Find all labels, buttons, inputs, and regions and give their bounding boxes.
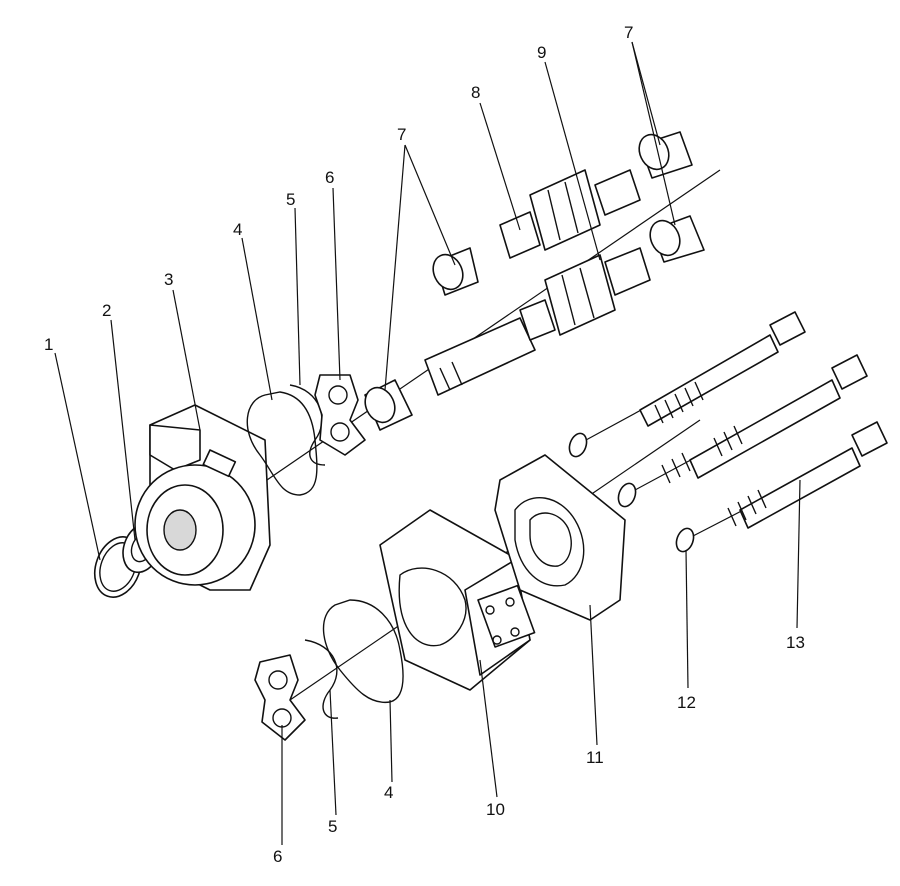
cap-screw-3 (692, 421, 888, 537)
callout-2: 2 (102, 301, 111, 320)
callout-10: 10 (486, 800, 505, 819)
callout-12: 12 (677, 693, 696, 712)
callout-5-lower: 5 (328, 817, 337, 836)
callout-3: 3 (164, 270, 173, 289)
part-bushing-mid (432, 247, 479, 296)
leader-lines (54, 41, 801, 845)
part-drive-gear-shaft (424, 247, 651, 396)
callout-7-right: 7 (624, 23, 633, 42)
part-gasket-lower (322, 599, 404, 704)
callout-9: 9 (537, 43, 546, 62)
callout-4-upper: 4 (233, 220, 242, 239)
part-seal-wire-upper (289, 384, 326, 466)
part-gear-housing (379, 509, 536, 691)
part-bushing-front (364, 379, 413, 431)
part-rear-cover (494, 454, 626, 621)
callout-8: 8 (471, 83, 480, 102)
callout-6-lower: 6 (273, 847, 282, 866)
part-driven-gear (499, 169, 641, 259)
part-bushing-rear-bottom (649, 215, 705, 263)
part-seal-wire-lower (304, 639, 339, 719)
cap-screw-1 (585, 311, 806, 441)
part-washers (568, 432, 695, 553)
callout-4-lower: 4 (384, 783, 393, 802)
callout-11: 11 (586, 748, 604, 767)
callout-numbers: 1 2 3 4 5 6 7 8 9 7 13 12 11 10 4 5 6 (44, 23, 805, 866)
part-wear-plate-lower (254, 654, 306, 741)
part-gasket-upper (246, 391, 318, 496)
callout-7-left: 7 (397, 125, 406, 144)
part-wear-plate-upper (314, 374, 366, 456)
part-bushing-rear-top (638, 131, 693, 179)
callout-6-upper: 6 (325, 168, 334, 187)
callout-1: 1 (44, 335, 53, 354)
callout-5-upper: 5 (286, 190, 295, 209)
part-front-cover (134, 404, 271, 591)
cap-screw-2 (634, 354, 868, 491)
callout-13: 13 (786, 633, 805, 652)
